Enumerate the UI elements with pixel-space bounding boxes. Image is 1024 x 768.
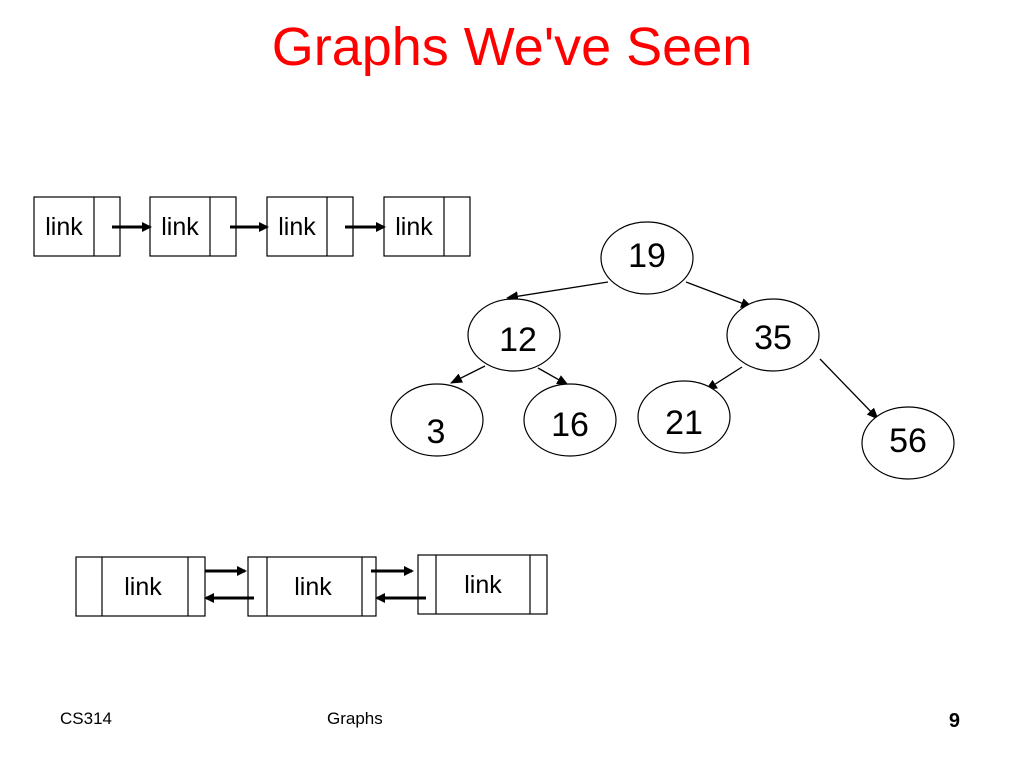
dll-node-2 [247,556,377,617]
tree-node-12 [467,298,561,372]
sll-node-4 [383,196,471,257]
sll-node-2 [149,196,237,257]
sll-node-1 [33,196,121,257]
edge-35-56 [819,358,879,420]
sll-node-4-label: link [395,213,433,241]
tree-node-56-label: 56 [889,422,927,460]
tree-node-16-label: 16 [551,406,589,444]
sll-node-2-label: link [161,213,199,241]
edge-35-21 [705,366,743,391]
footer-course: CS314 [60,709,112,728]
tree-edges [450,281,879,420]
dll-node-3 [417,554,548,615]
tree-node-12-label: 12 [499,321,537,359]
singly-linked-list [33,196,471,257]
footer-topic: Graphs [327,709,383,728]
tree-node-19 [600,221,694,295]
tree-node-3-label: 3 [426,413,446,451]
tree-node-16 [523,383,617,457]
slide-title: Graphs We've Seen [271,17,753,77]
tree-node-35 [726,298,820,372]
tree-node-21 [637,380,731,454]
dll-node-2-label: link [294,573,332,601]
tree-node-21-label: 21 [665,404,703,442]
page-number: 9 [948,710,960,732]
edge-12-16 [537,367,569,386]
sll-node-3 [266,196,354,257]
tree-node-35-label: 35 [754,319,792,357]
dll-node-1-label: link [124,573,162,601]
edge-19-35 [685,281,753,308]
dll-node-1 [75,556,206,617]
edge-12-3 [450,365,486,384]
edge-19-12 [506,281,609,302]
tree-nodes [390,221,955,480]
dll-node-3-label: link [464,571,502,599]
tree-node-3 [390,383,484,457]
sll-node-1-label: link [45,213,83,241]
tree-node-56 [861,406,955,480]
sll-node-3-label: link [278,213,316,241]
doubly-linked-list [75,554,548,617]
tree-node-19-label: 19 [628,237,666,275]
